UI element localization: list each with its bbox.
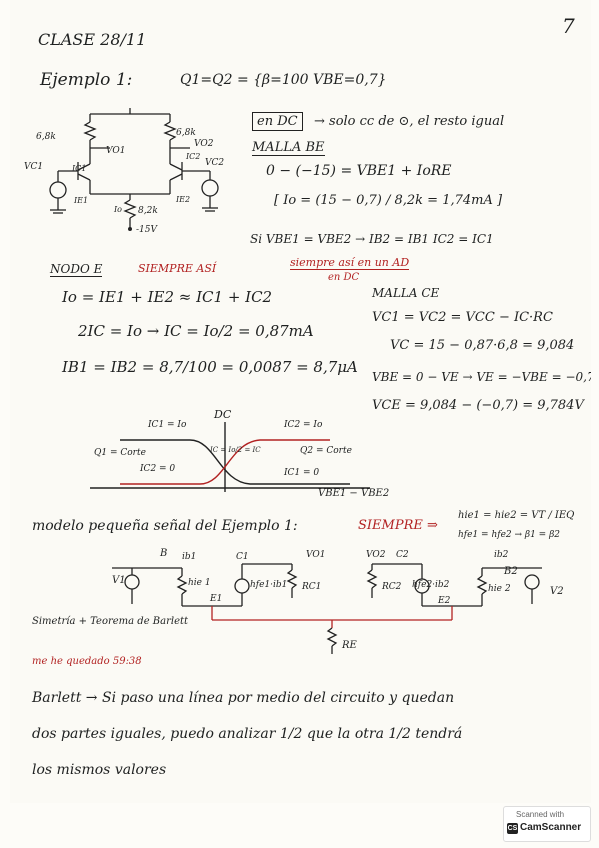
ss-c2-label: C2 [396,550,409,560]
ss-b2-label: B2 [504,566,518,577]
ic2-zero-label: IC2 = 0 [140,464,176,474]
camscanner-brand: CamScanner [520,822,582,833]
ss-vo1-label: VO1 [306,550,326,560]
barlett-line-2: dos partes iguales, puedo analizar 1/2 q… [32,726,463,742]
vo2-label: VO2 [194,139,214,149]
camscanner-badge: Scanned with CS CamScanner [503,806,591,842]
transfer-curve-sketch [90,422,370,492]
malla-ce-title: MALLA CE [372,286,440,300]
ss-re-label: RE [342,640,357,651]
ss-hie2-label: hie 2 [488,584,511,594]
barlett-line-1: Barlett → Si paso una línea por medio de… [32,690,455,706]
ss-ib2-label: ib2 [494,550,509,560]
ss-hie1-label: hie 1 [188,578,211,588]
ss-hfe1-label: hfe1·ib1 [250,580,288,590]
ic2-io-label: IC2 = Io [284,420,323,430]
siempre-asi: SIEMPRE ASÍ [138,262,217,275]
scanned-with-label: Scanned with [516,810,565,819]
example-heading: Ejemplo 1: [40,70,133,90]
malla-ce-eq3: VBE = 0 − VE → VE = −VBE = −0,7 [372,370,591,384]
small-signal-schematic [112,563,542,654]
malla-ce-eq1: VC1 = VC2 = VCC − IC·RC [372,310,553,325]
ie2-label: IE2 [176,195,191,204]
nodo-eq3: IB1 = IB2 = 8,7/100 = 0,0087 = 8,7μA [62,358,358,376]
ic2-label: IC2 [186,152,201,161]
q1-corte-label: Q1 = Corte [94,448,146,458]
vo1-label: VO1 [106,146,126,156]
vee-label: -15V [136,225,157,235]
ss-hfe2-label: hfe2·ib2 [412,580,450,590]
ss-v2-label: V2 [550,586,564,597]
camscanner-logo-icon: CS [507,823,518,834]
mid-label: IC = Io/2 = IC [210,446,261,454]
dc-box: en DC [252,112,303,131]
malla-ce-eq4: VCE = 9,084 − (−0,7) = 9,784V [372,398,584,413]
ss-e2-label: E2 [438,596,451,606]
en-dc-note: en DC [328,272,360,283]
ie1-label: IE1 [74,196,89,205]
simetria-note: Simetría + Teorema de Barlett [32,616,189,627]
dc-axis-label: DC [214,408,232,421]
page-title: CLASE 28/11 [38,30,147,49]
ss-e1-label: E1 [210,594,223,604]
notebook-page: 7 CLASE 28/11 Ejemplo 1: Q1=Q2 = {β=100 … [10,0,591,803]
small-signal-siempre: SIEMPRE ⇒ [358,518,438,533]
transistor-params: Q1=Q2 = {β=100 VBE=0,7} [180,72,387,88]
nodo-eq2: 2IC = Io → IC = Io/2 = 0,87mA [78,322,314,340]
ss-rc2-label: RC2 [382,582,402,592]
vc1-label: VC1 [24,162,44,172]
malla-ce-eq2: VC = 15 − 0,87·6,8 = 9,084 [390,338,575,353]
hie-equation: hie1 = hie2 = VT / IEQ [458,510,575,521]
io-equation: [ Io = (15 − 0,7) / 8,2k = 1,74mA ] [274,193,503,208]
page-number: 7 [562,14,575,38]
diff-amp-schematic [49,108,219,231]
vc2-label: VC2 [205,158,225,168]
ss-ib1-label: ib1 [182,552,197,562]
ic1-zero-label: IC1 = 0 [284,468,320,478]
rc1-label: 6,8k [36,132,56,142]
q2-corte-label: Q2 = Corte [300,446,352,456]
ss-rc1-label: RC1 [302,582,322,592]
nodo-eq1: Io = IE1 + IE2 ≈ IC1 + IC2 [62,288,273,306]
hfe-equation: hfe1 = hfe2 → β1 = β2 [458,530,561,540]
time-note: me he quedado 59:38 [32,656,142,667]
ss-b-label: B [160,548,168,559]
ic1-io-label: IC1 = Io [148,420,187,430]
ss-v1-label: V1 [112,575,126,586]
nodo-e-title: NODO E [50,262,103,277]
barlett-line-3: los mismos valores [32,762,167,778]
io-label: Io [114,205,122,214]
dc-note: → solo cc de ⊙, el resto igual [314,114,505,129]
small-signal-title: modelo pequeña señal del Ejemplo 1: [32,518,298,534]
ss-c1-label: C1 [236,552,249,562]
ss-vo2-label: VO2 [366,550,386,560]
rc2-label: 6,8k [176,128,196,138]
siempre-ad-note: siempre así en un AD [290,256,410,270]
symmetry-condition: Si VBE1 = VBE2 → IB2 = IB1 IC2 = IC1 [250,232,494,246]
malla-be-title: MALLA BE [252,140,325,156]
transfer-xaxis-label: VBE1 − VBE2 [318,488,390,499]
malla-be-eq: 0 − (−15) = VBE1 + IoRE [266,163,452,179]
ic1-label: IC1 [72,164,87,173]
re-label: 8,2k [138,206,158,216]
